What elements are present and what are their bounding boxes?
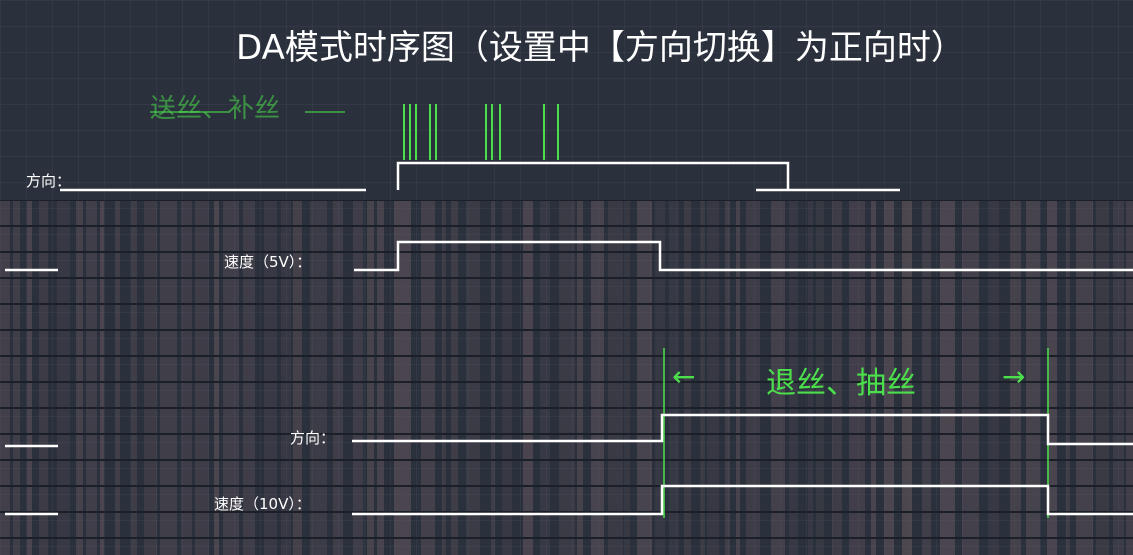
reverse-direction-signal [5,413,1133,448]
left-arrow: ← [672,360,696,393]
texture-bar [377,200,384,555]
texture-bar [989,200,999,555]
texture-bar [223,200,239,555]
reverse-direction-label: 方向： [290,429,336,447]
texture-bar [1126,200,1133,555]
forward-mode-label: 送丝、补丝 [150,94,281,124]
reverse-speed-label: 速度（10V）： [214,495,311,513]
forward-green-ticks [403,104,559,160]
texture-bar [451,200,458,555]
texture-bar [808,200,813,555]
texture-bar [421,200,435,555]
texture-bar [707,200,719,555]
texture-bar [144,200,157,555]
texture-bar [442,200,446,555]
texture-bar [27,200,32,555]
texture-bar [1026,200,1040,555]
texture-bar [871,200,876,555]
texture-bar [655,200,665,555]
texture-bar [57,200,70,555]
texture-bar [100,200,104,555]
texture-bar [131,200,137,555]
reverse-boundary-lines [663,348,1049,518]
texture-bar [181,200,192,555]
reverse-mode-label: 退丝、抽丝 [766,366,916,401]
texture-bar [922,200,931,555]
texture-bar [577,200,583,555]
texture-bar [625,200,630,555]
texture-bar [1076,200,1093,555]
texture-bar [725,200,730,555]
texture-bar [591,200,604,555]
texture-bar [700,200,705,555]
texture-bar [491,200,495,555]
texture-bar [1010,200,1021,555]
forward-direction-label: 方向： [26,172,72,190]
texture-bar [13,200,20,555]
texture-bar [333,200,343,555]
texture-bar [608,200,623,555]
texture-bar [1113,200,1124,555]
texture-bar [559,200,575,555]
texture-bar [540,200,550,555]
texture-bar [160,200,177,555]
texture-bar [1066,200,1070,555]
texture-bar [0,200,10,555]
right-arrow: → [1002,360,1026,393]
texture-bar [310,200,327,555]
diagram-title: DA模式时序图（设置中【方向切换】为正向时） [236,28,965,68]
texture-bar [884,200,894,555]
texture-bar [832,200,842,555]
texture-bar [736,200,740,555]
texture-bar [746,200,760,555]
texture-bar [195,200,209,555]
texture-bar [940,200,955,555]
cad-texture [0,200,1133,555]
texture-bar [902,200,912,555]
reverse-speed-signal [5,484,1133,516]
texture-bar [264,200,277,555]
texture-bar [962,200,979,555]
texture-bar [1096,200,1109,555]
texture-bar [849,200,865,555]
texture-bar [669,200,679,555]
texture-bar [86,200,97,555]
texture-bar [281,200,291,555]
texture-bar [502,200,512,555]
texture-bar [684,200,691,555]
texture-bar [293,200,302,555]
texture-bar [115,200,120,555]
texture-bar [353,200,363,555]
texture-bar [214,200,219,555]
texture-bar [637,200,652,555]
texture-bar [76,200,83,555]
texture-bar [394,200,411,555]
texture-bar [523,200,533,555]
forward-speed-label: 速度（5V）： [224,253,312,271]
texture-bar [1047,200,1057,555]
texture-bar [789,200,798,555]
texture-bar [816,200,824,555]
texture-bar [39,200,48,555]
texture-bar [243,200,255,555]
texture-bar [466,200,480,555]
texture-bar [771,200,785,555]
forward-speed-signal [5,240,1133,272]
forward-direction-signal [60,161,900,192]
texture-bar [367,200,374,555]
